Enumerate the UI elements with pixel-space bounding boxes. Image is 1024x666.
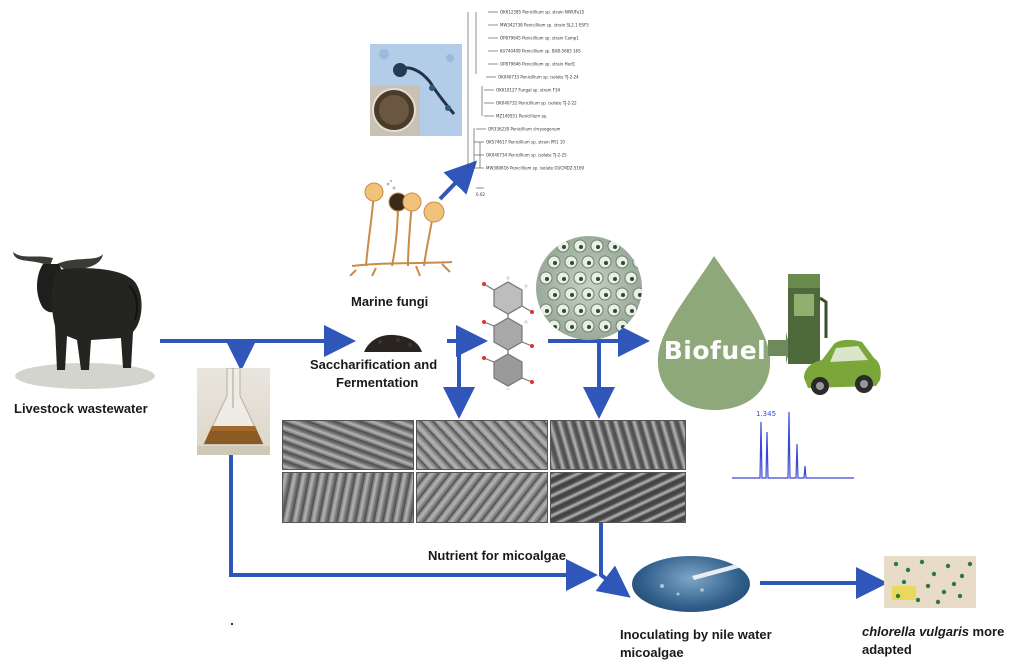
small-dot [231,623,233,625]
tree-taxon-label: OR336230 Penicillium chrysogenum [488,127,561,132]
tree-taxon-label: OK040734 Penicillium sp. isolate TJ-2-25 [486,153,567,158]
sem-image [416,420,548,470]
tree-taxon-label: OK040733 Penicillium sp. isolate TJ-2-24 [498,75,579,80]
tree-taxon-label: OK040732 Penicillium sp. isolate TJ-2-22 [496,101,577,106]
algae-cell-nucleus [630,277,634,281]
sem-image [550,420,686,470]
sem-image [282,472,414,523]
algae-cell-nucleus [604,293,608,297]
algae-cell-nucleus [613,277,617,281]
tree-taxon-label: KU740409 Penicillium sp. BAB-5683 16S [500,49,581,54]
algae-cell-nucleus [562,277,566,281]
algae-cell-nucleus [570,325,574,329]
tree-taxon-label: MW342738 Penicillium sp. strain SL2.1 ES… [500,23,589,28]
car-icon [800,332,882,400]
tree-taxon-label: OK574617 Penicillium sp. strain PR1 10 [486,140,565,145]
chlorella-italic: chlorella vulgaris [862,624,969,639]
algae-cell-nucleus [553,261,557,265]
chlorella-cell [893,561,899,567]
tree-taxon-label: OK612385 Penicillium sp. strain NWUFa15 [500,10,585,15]
chlorella-cell [895,593,901,599]
algae-cell-nucleus [579,277,583,281]
molecule-icon [474,272,542,392]
chlorella-photo [884,556,976,608]
tree-taxon-label: OP879645 Penicillium sp. strain Camp1 [500,36,579,41]
algae-cell-nucleus [545,277,549,281]
algae-cell-nucleus [570,261,574,265]
nutrient-label: Nutrient for micoalgae [428,548,566,563]
livestock-label: Livestock wastewater [14,401,148,416]
microalgae-icon [632,556,750,612]
biofuel-label: Biofuel [663,336,767,365]
chlorella-cell [957,593,963,599]
arrow-fungi-to-tree [438,160,478,201]
fuel-pump-icon [784,268,828,364]
sem-image [550,472,686,523]
algae-cell-nucleus [630,309,634,313]
algae-cell-nucleus [553,293,557,297]
chlorella-cell [959,573,965,579]
algae-cell-nucleus [579,245,583,249]
chlorella-more: more [968,624,1005,639]
fungi-icon [346,179,458,277]
algae-cell-nucleus [570,293,574,297]
chlorella-label-2: adapted [862,642,912,657]
algae-cell-nucleus [613,309,617,313]
chlorella-cell [935,599,941,605]
inoculating-label-1: Inoculating by nile water [620,627,772,642]
tree-taxon-label: MW380616 Penicillium sp. isolate OUCMDZ-… [486,166,584,171]
algae-cell-nucleus [596,309,600,313]
algae-cell-nucleus [562,309,566,313]
chlorella-cell [945,563,951,569]
algae-cell-nucleus [587,325,591,329]
arrow-sem-to-microalgae [595,523,631,598]
algae-cell-nucleus [579,309,583,313]
algae-cell-nucleus [545,309,549,313]
inoculating-label-2: micoalgae [620,645,684,660]
soil-icon [362,332,424,354]
gc-peak-label: 1.345 [756,410,776,418]
algae-cell-nucleus [604,325,608,329]
chlorella-cell [925,583,931,589]
sem-images-grid [282,420,686,523]
algae-cell-nucleus [587,293,591,297]
algae-cell-nucleus [596,245,600,249]
chlorella-cell [967,561,973,567]
saccharification-label-1: Saccharification and [310,357,438,372]
tree-taxon-label: MZ149551 Penicillium sp. [496,114,547,119]
chlorella-cell [901,579,907,585]
chlorella-cell [919,559,925,565]
chlorella-cell [915,597,921,603]
sem-image [416,472,548,523]
biofuel-drop: Biofuel [650,254,790,414]
algae-cell-nucleus [621,293,625,297]
chlorella-cell [905,567,911,573]
tree-taxon-label: OP879646 Penicillium sp. strain Hed1 [500,62,576,67]
tree-taxon-label: OK610127 Fungal sp. strain F34 [496,88,561,93]
arrow-flask-to-microalgae [229,455,598,591]
gc-chromatogram: 1.345 [730,404,856,480]
algae-cell-nucleus [604,261,608,265]
chlorella-cell [941,589,947,595]
chlorella-label-1: chlorella vulgaris more [862,624,1004,640]
saccharification-label-2: Fermentation [336,375,419,390]
microalgae-cells-photo [536,236,642,340]
buffalo-icon [5,236,155,391]
marine-fungi-label: Marine fungi [351,294,429,309]
sem-image [282,420,414,470]
algae-cell-nucleus [638,293,642,297]
algae-cell-nucleus [613,245,617,249]
chlorella-cell [951,581,957,587]
chlorella-cell [931,571,937,577]
algae-cell-nucleus [587,261,591,265]
algae-cell [632,287,642,301]
algae-cell-nucleus [621,261,625,265]
fungi-microscope-photo [370,44,462,136]
algae-cell-nucleus [596,277,600,281]
tree-scale-label: 0.02 [476,192,485,197]
flask-icon [197,368,270,455]
algae-cell-nucleus [562,245,566,249]
